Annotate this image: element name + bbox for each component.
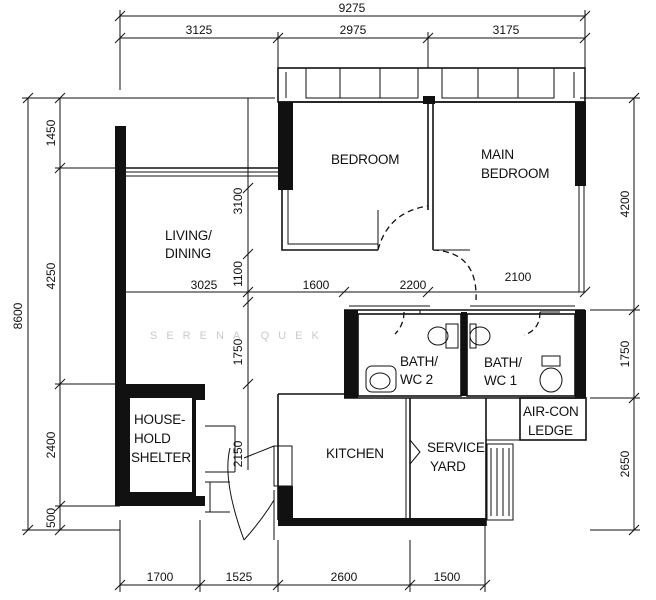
room-labels: BEDROOM MAIN BEDROOM LIVING/ DINING BATH… [131,147,579,474]
room-main-bedroom-2: BEDROOM [481,166,549,181]
doors [227,205,560,541]
room-living-2: DINING [165,246,211,261]
room-bath1-2: WC 1 [484,373,517,388]
dim-top-2: 2975 [340,23,367,37]
room-aircon-2: LEDGE [528,423,573,438]
room-aircon-1: AIR-CON [523,404,579,419]
dim-right-1: 4200 [618,190,632,217]
dim-bottom-1: 1700 [147,570,174,584]
room-kitchen: KITCHEN [326,446,384,461]
dim-bedroom-height: 3100 [231,187,245,214]
dim-shelter-depth: 2150 [231,440,245,467]
room-shelter-3: SHELTER [131,450,191,465]
room-bedroom: BEDROOM [331,152,399,167]
dim-main-bedroom-width: 2100 [505,270,532,284]
dim-bath-height: 1750 [231,338,245,365]
partitions [126,67,587,526]
dim-bottom-4: 1500 [434,570,461,584]
room-service-1: SERVICE [427,440,485,455]
dim-top-total: 9275 [339,1,366,15]
dim-left-3: 2400 [44,431,58,458]
dim-top-3: 3175 [493,23,520,37]
fixtures [365,323,563,393]
watermark: SERENA QUEK [150,330,328,342]
walls [115,96,586,526]
dimension-lines [22,10,640,592]
dim-right-2: 1750 [618,340,632,367]
room-bath1-1: BATH/ [484,355,522,370]
room-service-2: YARD [430,459,466,474]
dim-corridor-1600: 1600 [303,278,330,292]
room-shelter-1: HOUSE- [134,412,185,427]
dim-bottom-3: 2600 [331,570,358,584]
room-bath2-1: BATH/ [400,354,438,369]
room-living-1: LIVING/ [165,228,212,243]
dim-left-1: 1450 [44,119,58,146]
dimension-labels: 9275 3125 2975 3175 8600 1450 4250 2400 … [11,1,632,584]
room-shelter-2: HOLD [134,431,171,446]
dim-left-2: 4250 [44,262,58,289]
dim-corridor-width: 1100 [231,261,245,287]
dim-corridor-2200: 2200 [400,278,427,292]
room-main-bedroom-1: MAIN [481,147,514,162]
dim-left-total: 8600 [11,302,25,329]
dim-top-1: 3125 [186,23,213,37]
dim-living-width: 3025 [191,278,218,292]
dim-bottom-2: 1525 [226,570,253,584]
dim-left-4: 500 [44,508,58,528]
room-bath2-2: WC 2 [400,372,433,387]
dim-right-3: 2650 [618,450,632,477]
